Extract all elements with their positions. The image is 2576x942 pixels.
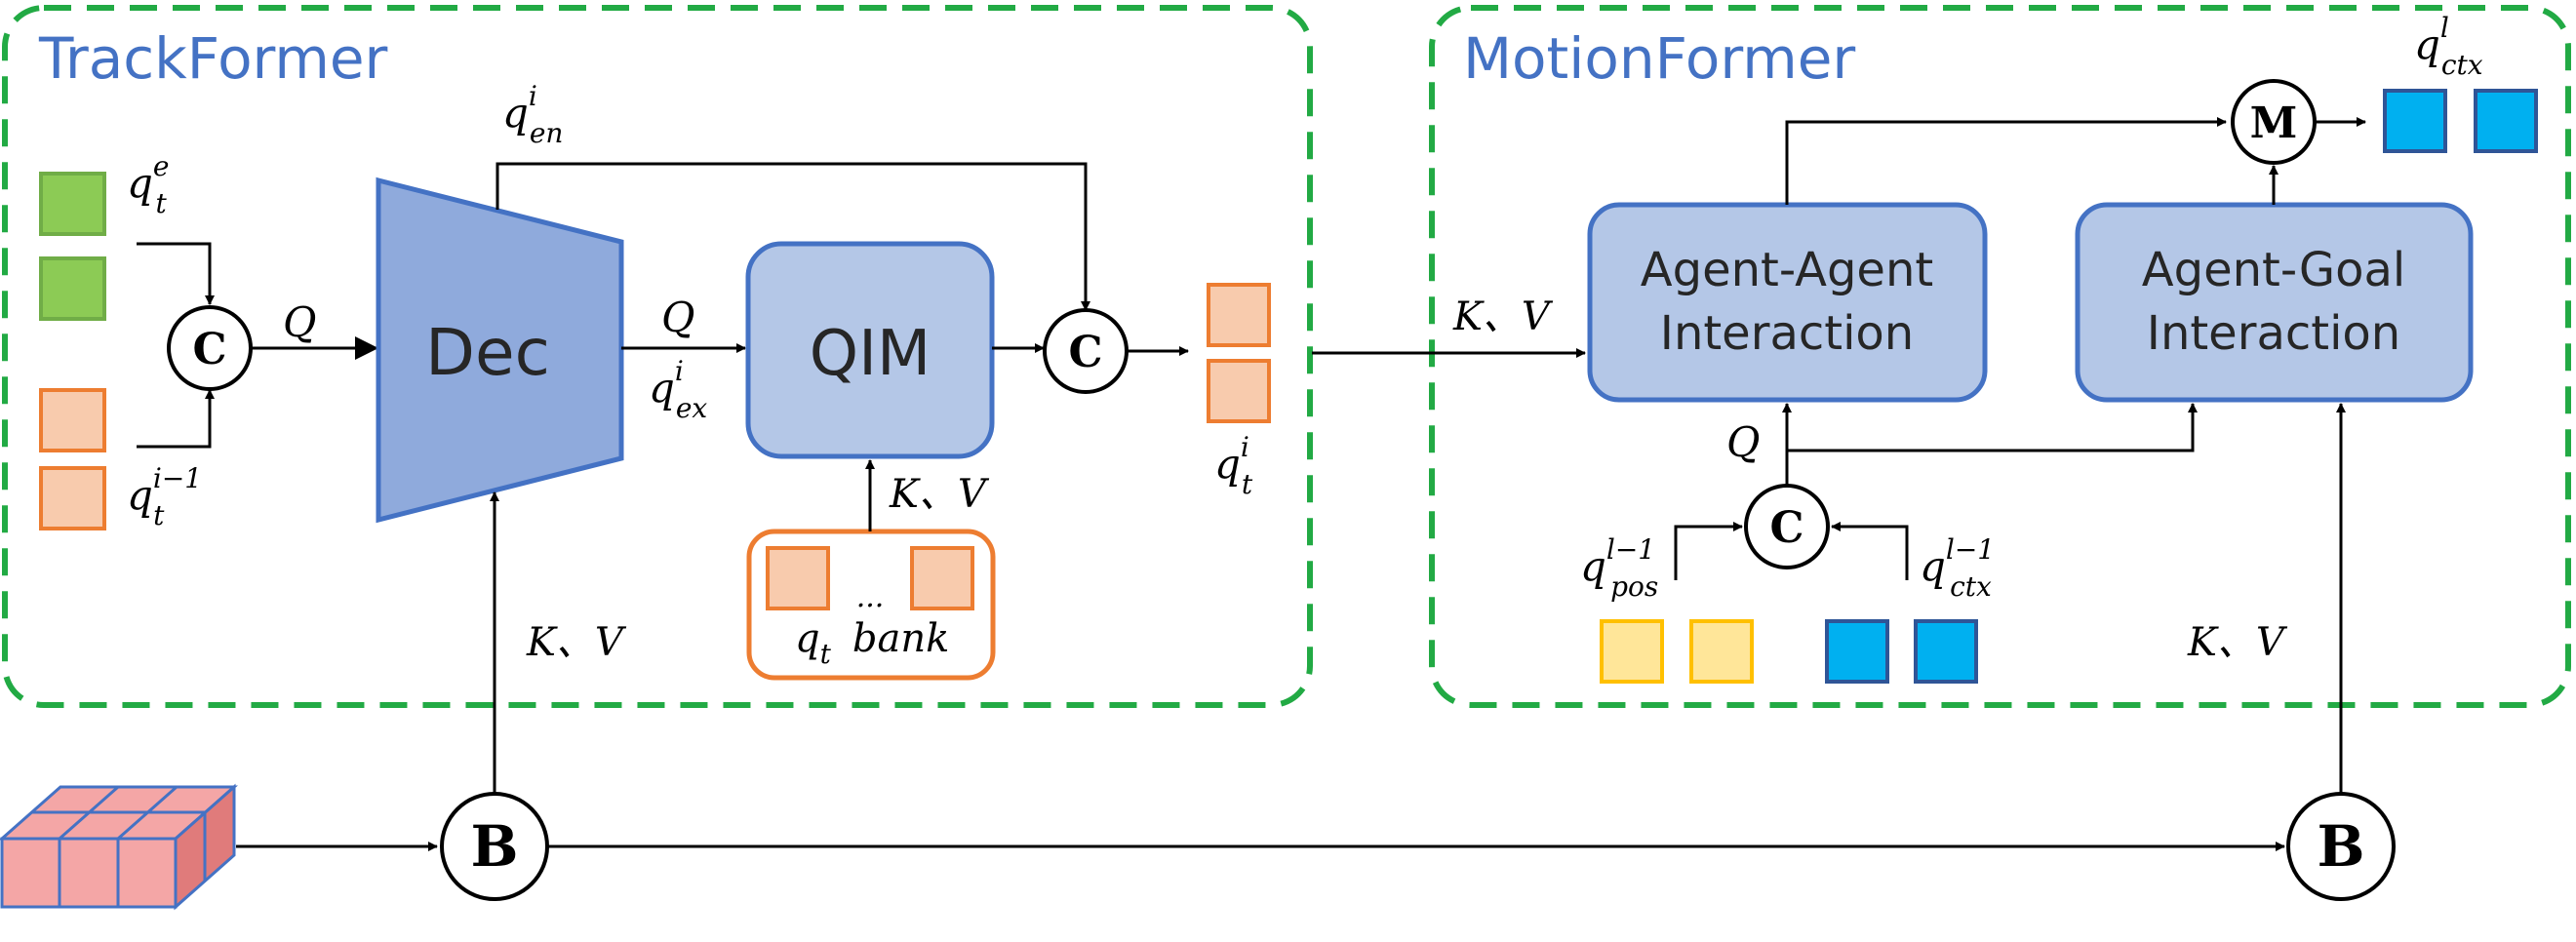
kv-bottom-label: K、V <box>2187 620 2288 665</box>
decoder-label: Dec <box>425 315 550 390</box>
concat-operator-1-label: C <box>192 325 226 374</box>
bank-query-1 <box>766 546 830 610</box>
concat-operator-2-label: C <box>1068 328 1102 377</box>
ctx-query-in-2 <box>1914 619 1978 684</box>
agent-agent-block <box>1587 202 1988 403</box>
ctx-query-in-1 <box>1825 619 1889 684</box>
agent-goal-block <box>2075 202 2474 403</box>
agent-goal-label-1: Agent-Goal <box>2142 243 2405 297</box>
qim-label: QIM <box>810 318 931 390</box>
track-query-out-2 <box>1207 359 1271 423</box>
trackformer-dashed-border <box>2 5 1313 708</box>
bev-operator-1-label: B <box>470 813 518 880</box>
q-label-dec: Q <box>661 294 694 341</box>
q-label-motion: Q <box>1726 418 1760 466</box>
merge-operator-label: M <box>2250 98 2298 148</box>
qim-block <box>745 241 995 459</box>
detect-query-1 <box>39 172 106 236</box>
bev-feature-grid <box>0 783 238 911</box>
track-query-prev-1 <box>39 388 106 452</box>
concat-operator-3-label: C <box>1769 503 1803 553</box>
track-query-out-1 <box>1207 283 1271 347</box>
pos-query-1 <box>1600 619 1664 684</box>
kv-bank-label: K、V <box>889 472 990 517</box>
trackformer-title: TrackFormer <box>38 25 388 92</box>
ctx-query-out-1 <box>2383 89 2447 153</box>
bev-operator-2-label: B <box>2317 813 2364 880</box>
motionformer-panel: MotionFormer K、V Agent-Agent Interaction… <box>1312 5 2571 708</box>
q-label-concat: Q <box>283 298 316 346</box>
bank-dots: ... <box>856 580 885 614</box>
agent-agent-label-1: Agent-Agent <box>1641 243 1933 297</box>
track-query-prev-2 <box>39 466 106 530</box>
detect-query-2 <box>39 256 106 321</box>
motionformer-title: MotionFormer <box>1463 25 1855 92</box>
pos-query-2 <box>1689 619 1754 684</box>
agent-agent-label-2: Interaction <box>1660 306 1914 361</box>
agent-goal-label-2: Interaction <box>2147 306 2400 361</box>
bank-query-2 <box>910 546 974 610</box>
kv-input-label: K、V <box>1452 294 1554 339</box>
motionformer-dashed-border <box>1429 5 2571 708</box>
kv-dec-label: K、V <box>526 620 627 665</box>
ctx-query-out-2 <box>2474 89 2538 153</box>
decoder-block <box>376 177 624 524</box>
